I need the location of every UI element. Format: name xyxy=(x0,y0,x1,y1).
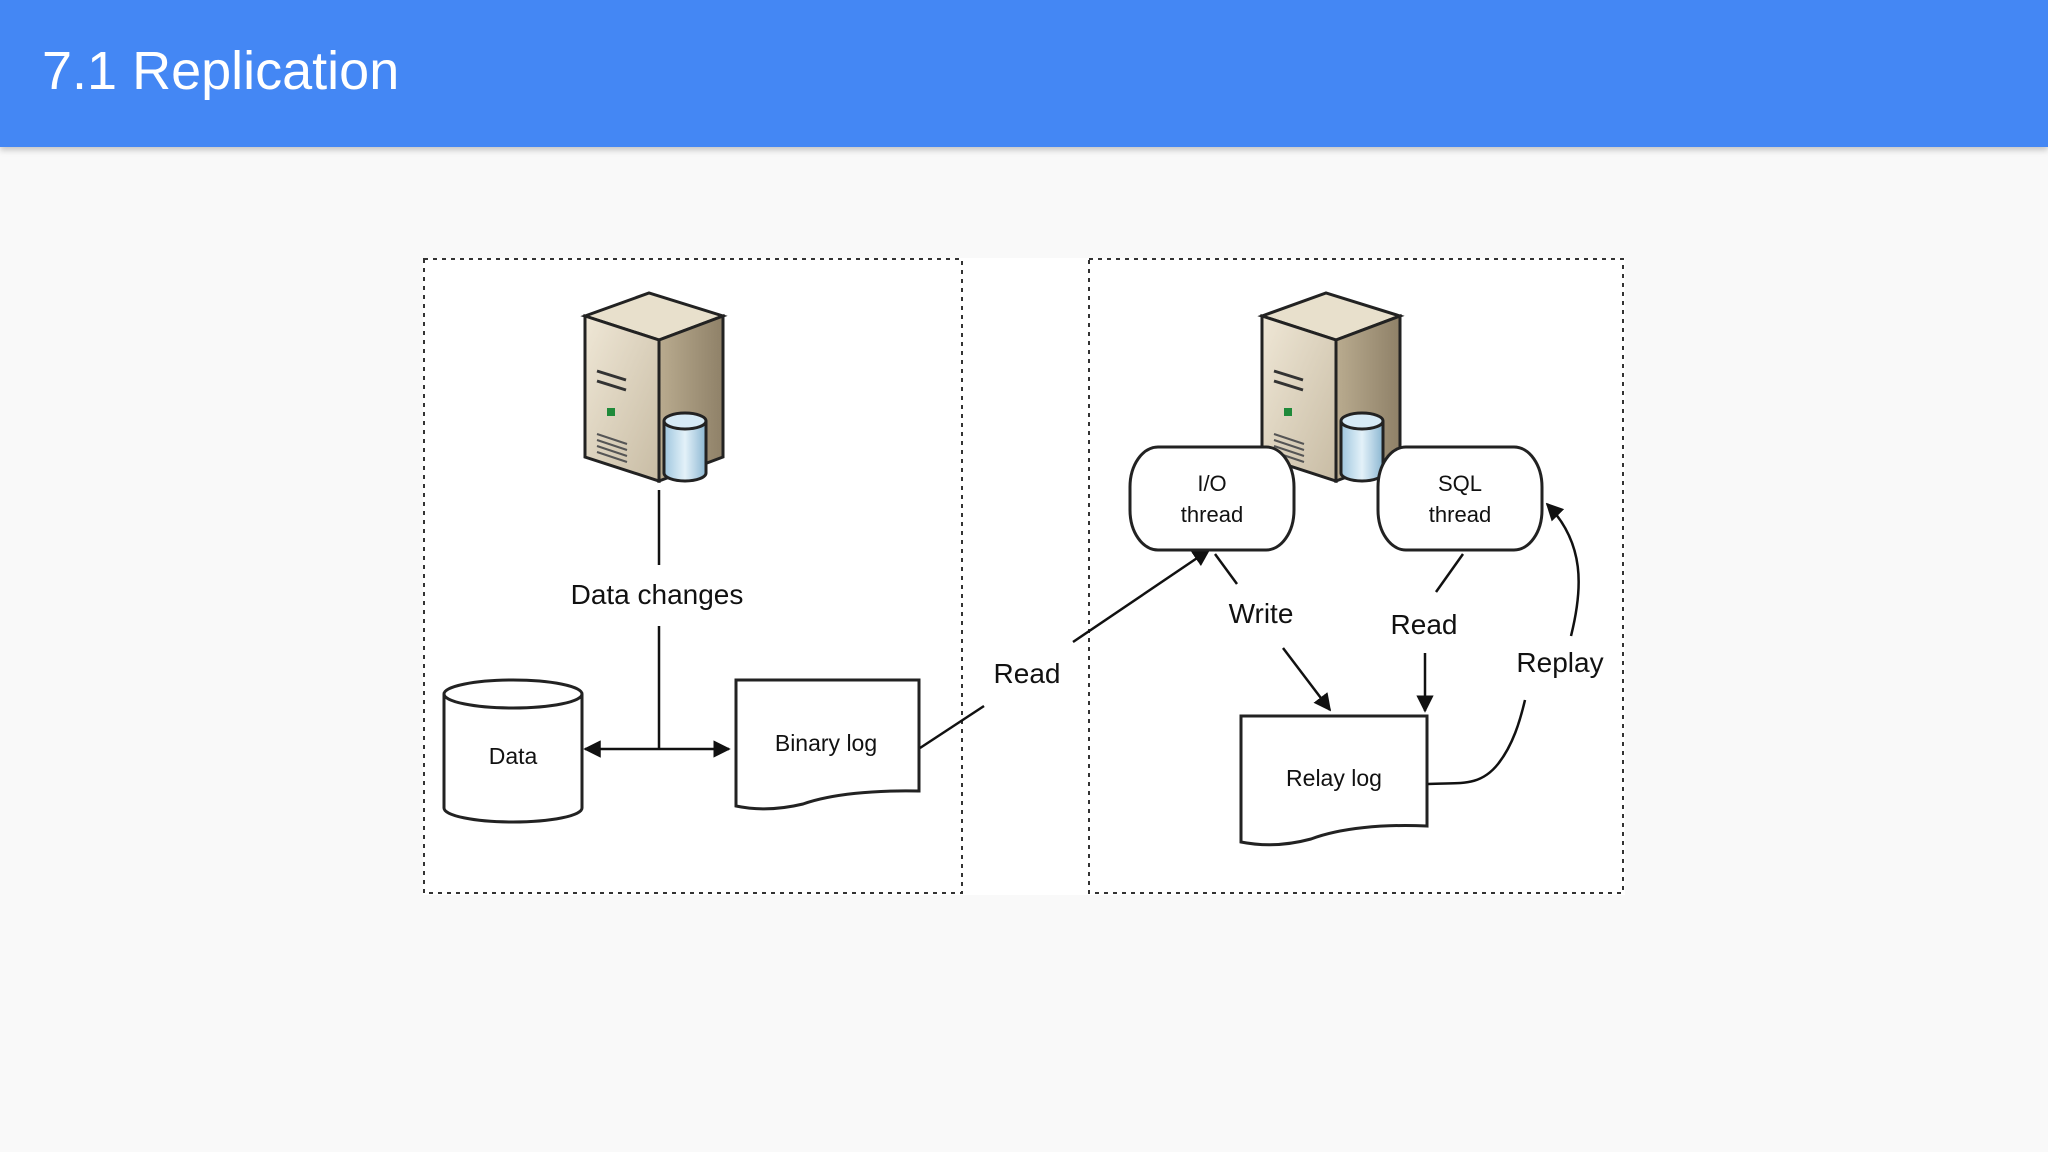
write-label: Write xyxy=(1229,598,1294,629)
replica-boundary xyxy=(1088,258,1624,894)
io-thread-label-line2: thread xyxy=(1181,502,1243,527)
header-bar: 7.1 Replication xyxy=(0,0,2048,147)
data-store-label: Data xyxy=(489,743,538,769)
read-label: Read xyxy=(1391,609,1458,640)
replication-diagram: Data changes Data Binary log Read I/O th… xyxy=(423,258,1625,895)
io-thread-label-line1: I/O xyxy=(1197,471,1226,496)
write-line-upper xyxy=(1213,553,1239,585)
replay-arrow xyxy=(1545,502,1580,637)
read-line-upper xyxy=(1434,553,1465,593)
replay-line-lower xyxy=(1427,699,1527,786)
sql-thread-label-line1: SQL xyxy=(1438,471,1482,496)
sql-thread-label-line2: thread xyxy=(1429,502,1491,527)
master-boundary xyxy=(423,258,963,894)
slide-title: 7.1 Replication xyxy=(42,41,400,101)
binary-log-document xyxy=(734,678,921,811)
binary-log-label: Binary log xyxy=(775,730,877,756)
sql-thread-node xyxy=(1376,445,1544,552)
read-link-label: Read xyxy=(994,658,1061,689)
read-link-arrow xyxy=(1072,548,1211,644)
read-link-line-lower xyxy=(919,704,985,750)
data-changes-label: Data changes xyxy=(571,579,744,610)
replica-server-icon xyxy=(1257,291,1405,484)
master-server-icon xyxy=(580,291,728,484)
io-thread-node xyxy=(1128,445,1296,552)
relay-log-document xyxy=(1239,714,1429,847)
write-arrow xyxy=(1282,647,1332,712)
replay-label: Replay xyxy=(1516,647,1603,678)
relay-log-label: Relay log xyxy=(1286,765,1382,791)
data-store-cylinder xyxy=(442,678,584,824)
